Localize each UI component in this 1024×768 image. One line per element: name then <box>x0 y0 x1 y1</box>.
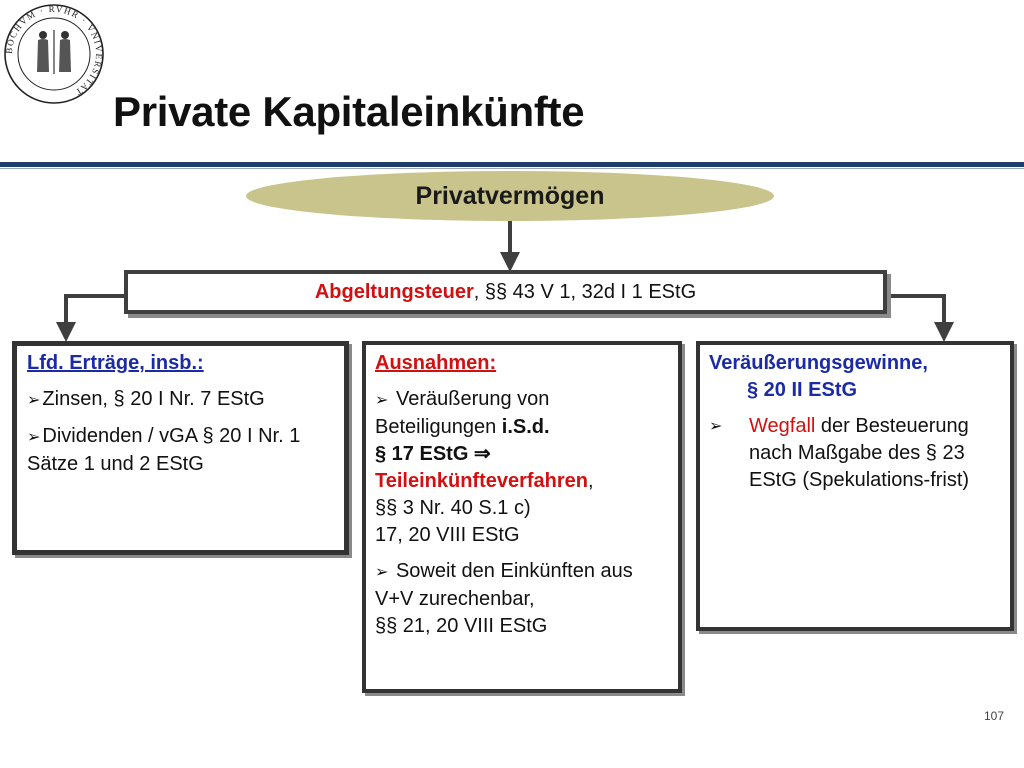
right-heading-ref: § 20 II EStG <box>747 379 858 401</box>
middle-item1-teileinkuenfte: Teileinkünfteverfahren <box>375 470 589 492</box>
left-heading: Lfd. Erträge, insb.: <box>27 352 204 374</box>
title-rule <box>0 162 1024 167</box>
box-laufende-ertraege: Lfd. Erträge, insb.: ➢Zinsen, § 20 I Nr.… <box>12 341 349 555</box>
middle-item2-text: Soweit den Einkünften aus V+V zurechenba… <box>375 560 633 610</box>
node-abgeltungsteuer: Abgeltungsteuer, §§ 43 V 1, 32d I 1 EStG <box>124 270 887 314</box>
middle-heading: Ausnahmen: <box>375 352 497 374</box>
arrow-bullet-icon: ➢ <box>375 564 389 581</box>
arrow-band-to-right <box>887 294 954 342</box>
arrow-bullet-icon: ➢ <box>709 418 723 435</box>
middle-item1-ref1: §§ 3 Nr. 40 S.1 c) <box>375 497 531 519</box>
arrow-band-to-left <box>56 294 124 342</box>
middle-item1-par17: § 17 EStG ⇒ <box>375 443 491 465</box>
box-ausnahmen: Ausnahmen: ➢ Veräußerung von Beteiligung… <box>362 341 682 693</box>
right-item-emphasis: Wegfall <box>749 415 816 437</box>
box-veraeusserungsgewinne: Veräußerungsgewinne, § 20 II EStG ➢ Wegf… <box>696 341 1014 631</box>
page-number: 107 <box>983 709 1004 723</box>
middle-item1-ref2: 17, 20 VIII EStG <box>375 524 520 546</box>
node-privatvermoegen: Privatvermögen <box>246 171 774 221</box>
arrow-bullet-icon: ➢ <box>27 392 41 409</box>
middle-item1-comma: , <box>588 470 594 492</box>
middle-item2-ref: §§ 21, 20 VIII EStG <box>375 615 548 637</box>
left-item-zinsen: Zinsen, § 20 I Nr. 7 EStG <box>42 388 265 410</box>
middle-item1-text: Veräußerung von Beteiligungen <box>375 388 550 438</box>
university-seal-logo: BOCHVM · RVHR · VNIVERSITAT <box>4 4 104 104</box>
right-item-text: der Besteuerung nach Maßgabe des § 23 ES… <box>749 415 970 491</box>
arrow-bullet-icon: ➢ <box>375 392 389 409</box>
right-heading: Veräußerungsgewinne, <box>709 352 928 374</box>
band-reference: , §§ 43 V 1, 32d I 1 EStG <box>473 280 697 303</box>
left-item-dividenden: Dividenden / vGA § 20 I Nr. 1 Sätze 1 un… <box>27 425 301 475</box>
band-emphasis: Abgeltungsteuer <box>314 280 474 303</box>
middle-item1-isd: i.S.d. <box>501 416 550 438</box>
title-rule-thin <box>0 168 1024 169</box>
page-title: Private Kapitaleinkünfte <box>113 88 585 135</box>
arrow-bullet-icon: ➢ <box>27 429 41 446</box>
